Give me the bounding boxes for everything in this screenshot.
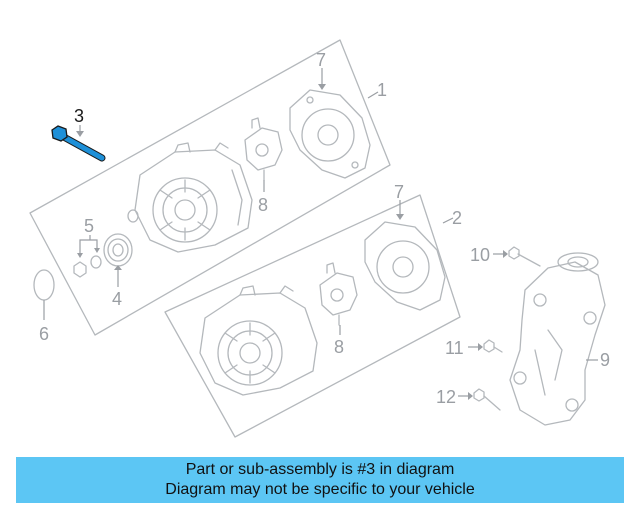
assembly-2-outline xyxy=(164,194,461,438)
rear-cover-2 xyxy=(364,221,446,311)
callout-7b: 7 xyxy=(394,182,404,202)
cap-6 xyxy=(33,269,55,301)
callout-7a: 7 xyxy=(316,50,326,70)
callout-3: 3 xyxy=(74,106,84,126)
washer-small xyxy=(127,209,139,223)
callout-8b: 8 xyxy=(334,337,344,357)
alternator-1 xyxy=(134,142,253,253)
bracket-9 xyxy=(509,252,606,426)
banner-line-1: Part or sub-assembly is #3 in diagram xyxy=(185,461,455,478)
nut-washer-5 xyxy=(73,255,102,278)
bolt-10 xyxy=(508,246,541,267)
callout-8a: 8 xyxy=(258,195,268,215)
callout-2: 2 xyxy=(452,208,462,228)
bolt-3-highlighted xyxy=(51,125,106,162)
bolt-12 xyxy=(473,388,501,411)
regulator-2 xyxy=(319,262,358,326)
callout-11: 11 xyxy=(445,338,464,358)
regulator-1 xyxy=(244,117,283,181)
banner-line-2: Diagram may not be specific to your vehi… xyxy=(165,481,475,498)
callout-4: 4 xyxy=(112,289,122,309)
callout-9: 9 xyxy=(600,350,610,370)
pulley-4 xyxy=(103,233,133,267)
assembly-1-outline xyxy=(29,39,391,336)
parts-diagram: 1 2 3 4 5 6 7 7 8 8 9 10 11 12 xyxy=(29,39,610,438)
callout-6: 6 xyxy=(39,324,49,344)
callout-1: 1 xyxy=(377,80,387,100)
callout-10: 10 xyxy=(470,245,490,265)
alternator-2 xyxy=(199,285,318,396)
bolt-11 xyxy=(483,339,503,353)
info-banner: Part or sub-assembly is #3 in diagram Di… xyxy=(16,457,624,503)
rear-cover-1 xyxy=(289,89,371,179)
callout-5: 5 xyxy=(84,216,94,236)
callout-12: 12 xyxy=(436,387,456,407)
